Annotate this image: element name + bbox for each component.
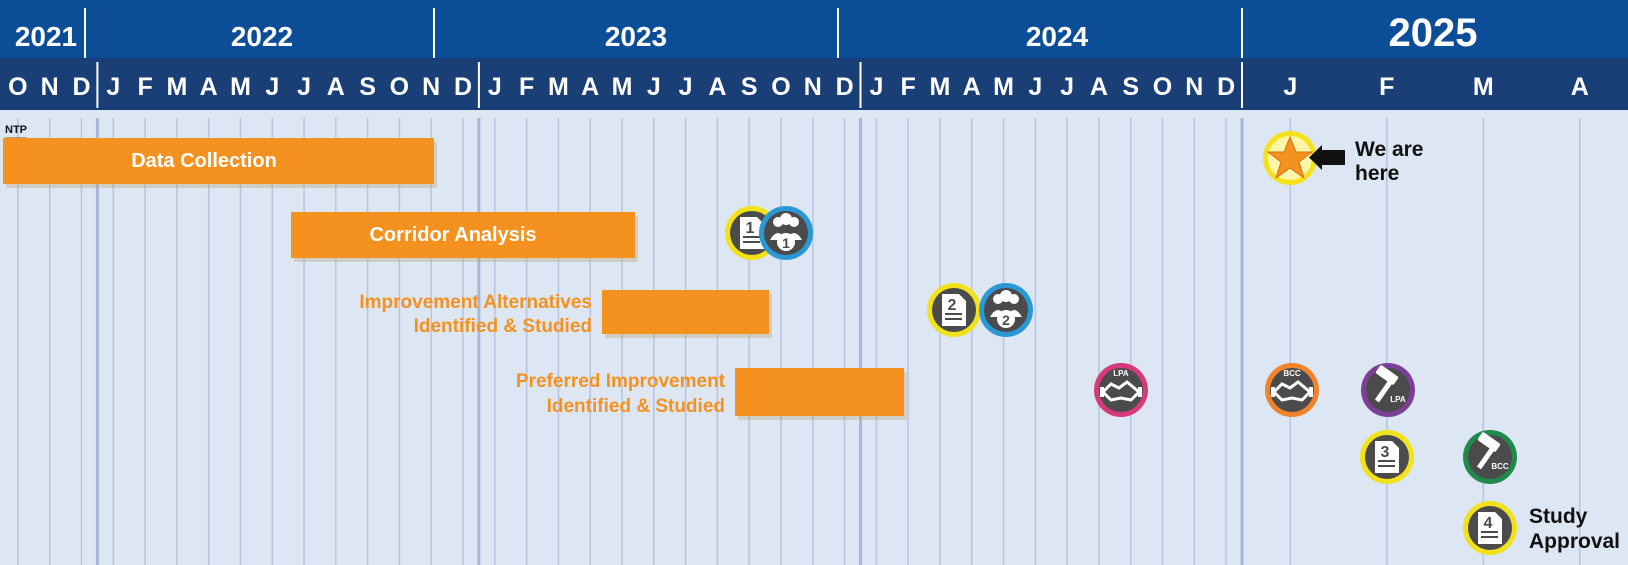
month-label: M bbox=[230, 73, 251, 101]
study-approval-label: Study bbox=[1529, 505, 1588, 528]
month-label: M bbox=[166, 73, 187, 101]
month-label: O bbox=[8, 73, 27, 101]
year-label: 2025 bbox=[1389, 11, 1478, 55]
svg-text:BCC: BCC bbox=[1491, 462, 1509, 471]
month-header bbox=[0, 58, 1628, 110]
bar-data-collection bbox=[3, 138, 434, 184]
month-label: A bbox=[581, 73, 599, 101]
year-label: 2022 bbox=[231, 21, 293, 52]
month-label: O bbox=[1153, 73, 1172, 101]
month-label: N bbox=[1185, 73, 1203, 101]
month-label: A bbox=[200, 73, 218, 101]
month-label: J bbox=[1283, 73, 1297, 101]
month-label: J bbox=[297, 73, 311, 101]
month-label: J bbox=[488, 73, 502, 101]
month-label: N bbox=[804, 73, 822, 101]
month-label: S bbox=[741, 73, 758, 101]
bar-label-improvement-alternatives: Improvement Alternatives bbox=[359, 292, 592, 313]
bar-label-improvement-alternatives: Identified & Studied bbox=[414, 316, 592, 337]
report-2-icon: 2 bbox=[927, 283, 981, 337]
month-label: O bbox=[771, 73, 790, 101]
month-label: S bbox=[359, 73, 376, 101]
svg-text:BCC: BCC bbox=[1283, 369, 1301, 378]
bcc-hearing-gavel-icon: BCC bbox=[1463, 430, 1517, 484]
year-header bbox=[0, 0, 1628, 58]
month-label: D bbox=[72, 73, 90, 101]
month-label: A bbox=[1090, 73, 1108, 101]
svg-text:LPA: LPA bbox=[1113, 369, 1129, 378]
year-label: 2024 bbox=[1026, 21, 1089, 52]
lpa-hearing-gavel-icon: LPA bbox=[1361, 363, 1415, 417]
month-label: M bbox=[1473, 73, 1494, 101]
month-label: O bbox=[390, 73, 409, 101]
svg-text:1: 1 bbox=[782, 235, 790, 251]
month-label: A bbox=[327, 73, 345, 101]
month-label: F bbox=[901, 73, 916, 101]
lpa-agreement-icon: LPA bbox=[1094, 363, 1148, 417]
month-label: F bbox=[519, 73, 534, 101]
month-label: F bbox=[1379, 73, 1394, 101]
year-label: 2021 bbox=[15, 21, 77, 52]
month-label: A bbox=[963, 73, 981, 101]
month-label: N bbox=[422, 73, 440, 101]
month-label: A bbox=[1571, 73, 1589, 101]
we-are-here-star-icon bbox=[1263, 131, 1317, 185]
month-label: A bbox=[708, 73, 726, 101]
study-approval-label: Approval bbox=[1529, 530, 1620, 553]
bar-label-data-collection: Data Collection bbox=[131, 150, 277, 172]
svg-text:LPA: LPA bbox=[1390, 395, 1406, 404]
svg-text:2: 2 bbox=[1002, 312, 1010, 328]
we-are-here-arrow-icon bbox=[1309, 145, 1345, 170]
month-label: J bbox=[679, 73, 693, 101]
public-meeting-1-icon: 1 bbox=[759, 206, 813, 260]
bar-improvement-alternatives bbox=[602, 290, 769, 334]
svg-text:1: 1 bbox=[746, 220, 755, 237]
public-meeting-2-icon: 2 bbox=[979, 283, 1033, 337]
month-label: J bbox=[265, 73, 279, 101]
bar-preferred-improvement bbox=[735, 368, 904, 416]
report-4-icon: 4 bbox=[1463, 501, 1517, 555]
svg-text:3: 3 bbox=[1381, 444, 1390, 461]
year-label: 2023 bbox=[605, 21, 667, 52]
month-label: M bbox=[548, 73, 569, 101]
month-label: N bbox=[41, 73, 59, 101]
month-label: D bbox=[1217, 73, 1235, 101]
month-label: J bbox=[1028, 73, 1042, 101]
month-label: F bbox=[137, 73, 152, 101]
ntp-label: NTP bbox=[5, 124, 27, 136]
bar-label-preferred-improvement: Preferred Improvement bbox=[516, 371, 726, 392]
month-label: M bbox=[612, 73, 633, 101]
month-label: S bbox=[1122, 73, 1139, 101]
svg-text:2: 2 bbox=[948, 297, 957, 314]
bar-label-corridor-analysis: Corridor Analysis bbox=[369, 224, 536, 246]
month-gridlines bbox=[17, 118, 1581, 565]
month-label: M bbox=[929, 73, 950, 101]
month-label: D bbox=[836, 73, 854, 101]
report-3-icon: 3 bbox=[1360, 430, 1414, 484]
month-label: J bbox=[869, 73, 883, 101]
bcc-agreement-icon: BCC bbox=[1265, 363, 1319, 417]
svg-text:4: 4 bbox=[1484, 515, 1493, 532]
month-label: J bbox=[106, 73, 120, 101]
we-are-here-label: We are bbox=[1355, 138, 1424, 161]
bar-label-preferred-improvement: Identified & Studied bbox=[547, 396, 725, 417]
month-label: D bbox=[454, 73, 472, 101]
we-are-here-label: here bbox=[1355, 162, 1399, 185]
month-label: M bbox=[993, 73, 1014, 101]
month-label: J bbox=[647, 73, 661, 101]
bar-corridor-analysis bbox=[291, 212, 635, 258]
month-label: J bbox=[1060, 73, 1074, 101]
